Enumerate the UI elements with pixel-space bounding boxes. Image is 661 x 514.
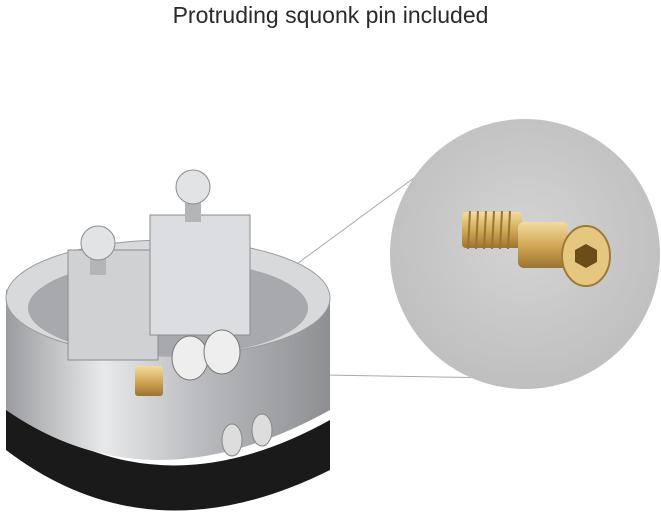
squonk-pin-closeup (462, 210, 611, 287)
caption-title: Protruding squonk pin included (172, 2, 489, 28)
atomizer-deck (5, 169, 331, 511)
